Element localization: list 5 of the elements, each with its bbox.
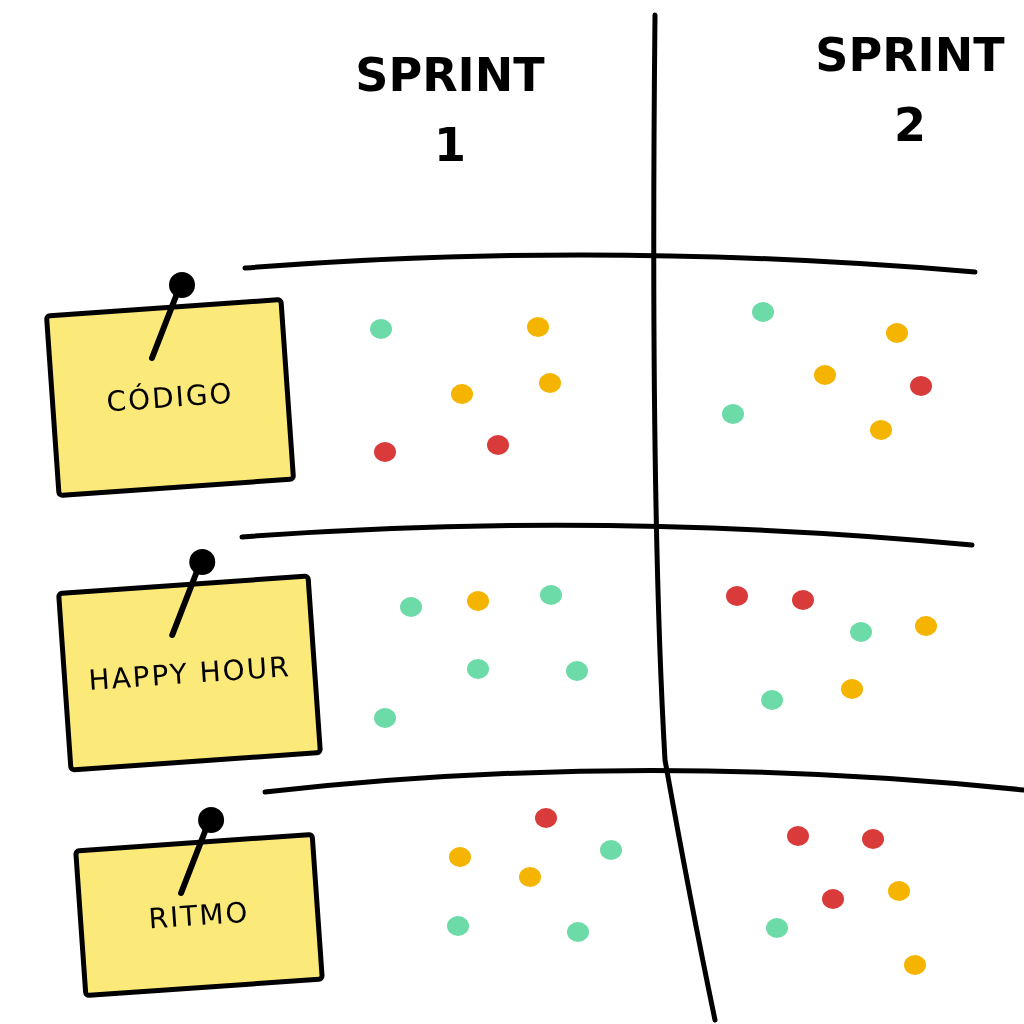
note-text: HAPPY HOUR	[87, 649, 292, 697]
column-header: SPRINT 1	[354, 47, 546, 174]
note-text: RITMO	[147, 895, 251, 935]
note-text: CÓDIGO	[105, 376, 235, 419]
column-header: SPRINT 2	[814, 27, 1006, 154]
